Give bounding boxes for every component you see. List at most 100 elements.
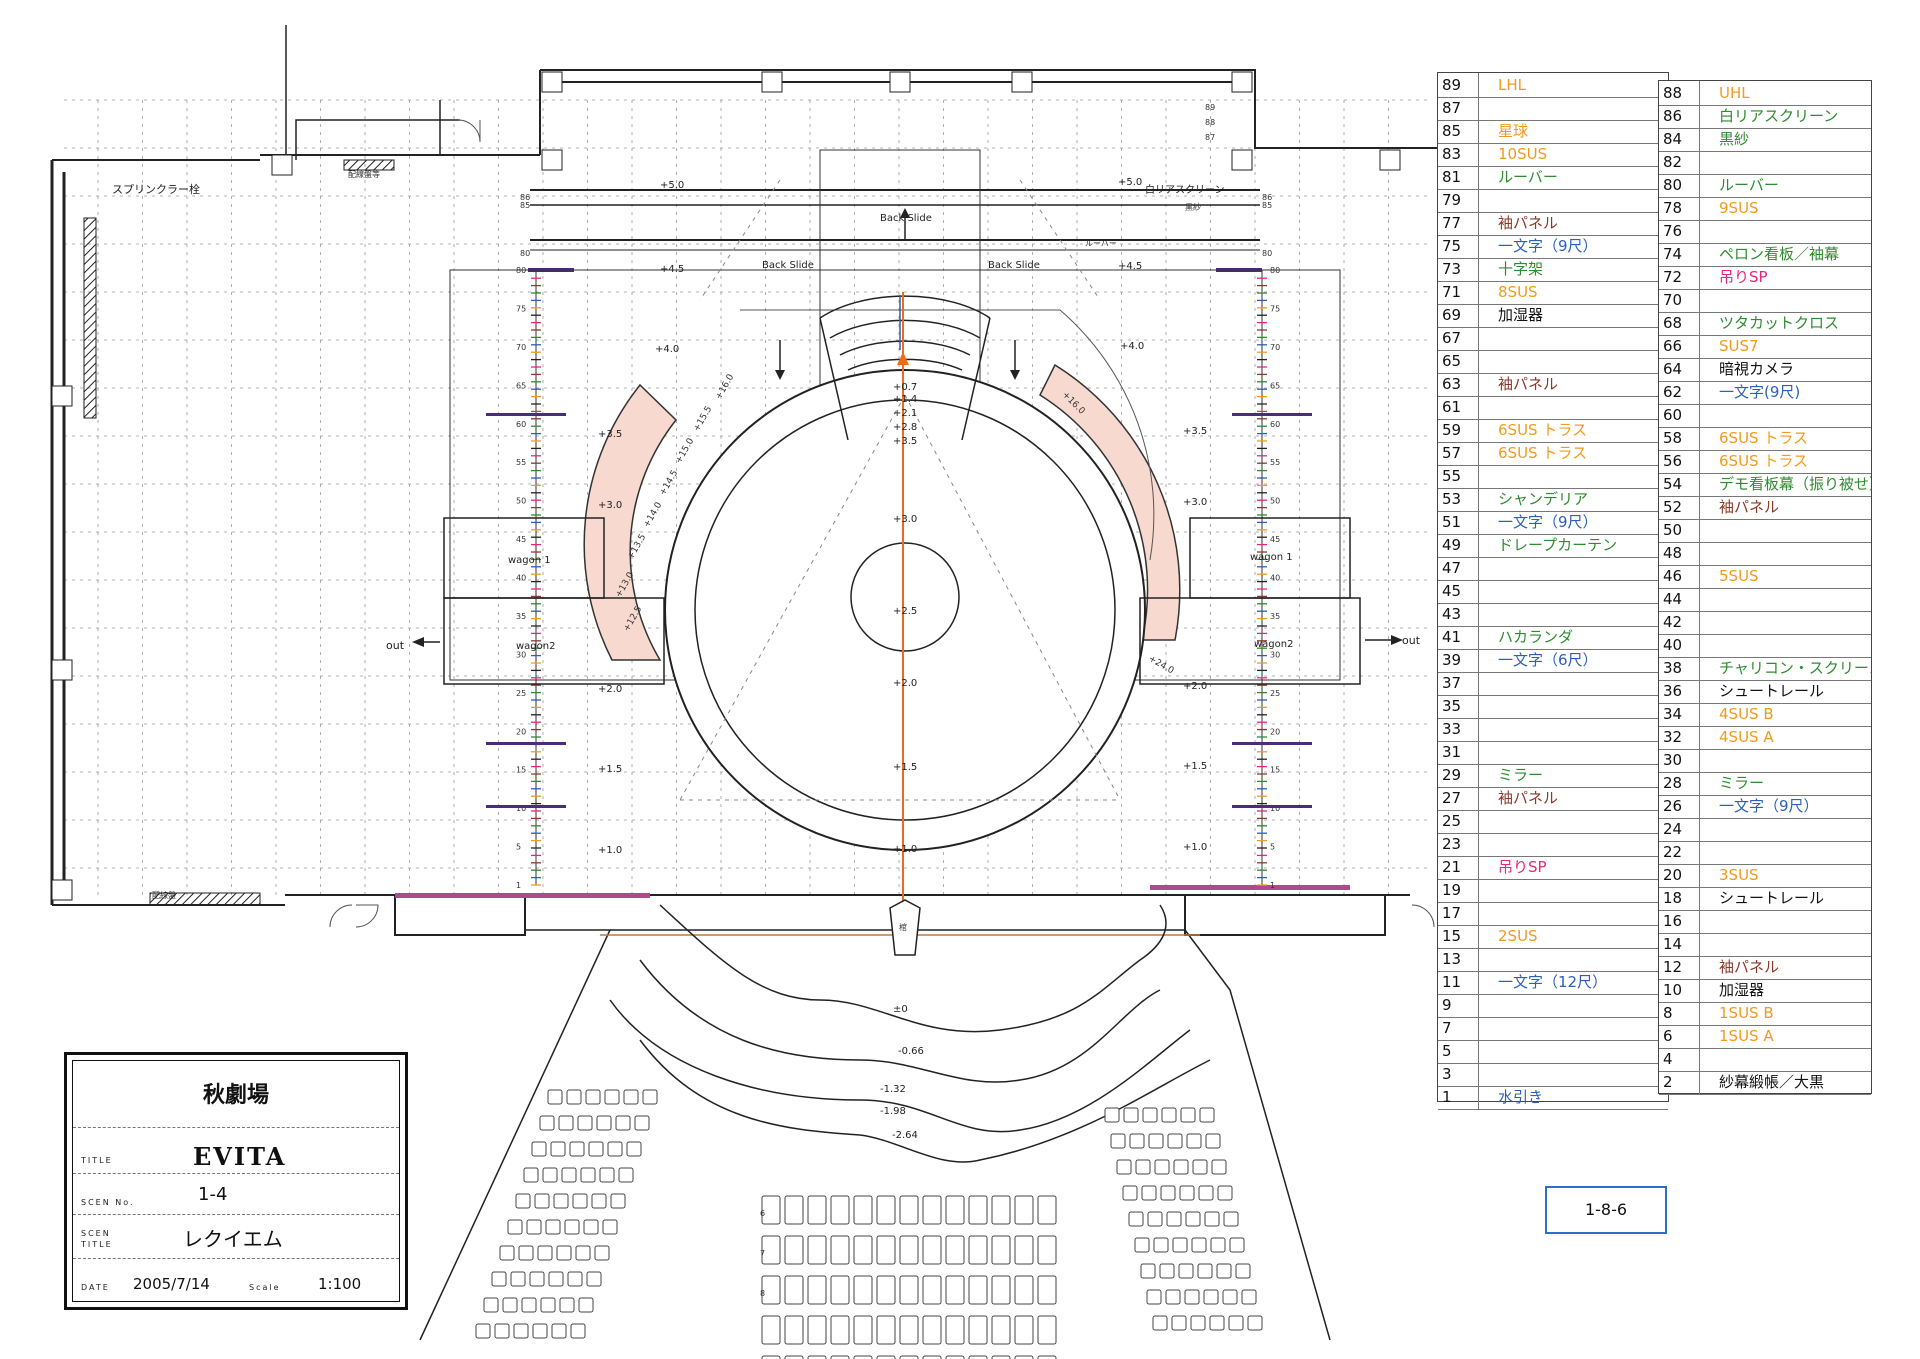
wagon1-right-label: wagon 1: [1250, 552, 1293, 563]
cue-item: 吊りSP: [1498, 858, 1547, 876]
cue-number: 67: [1438, 326, 1479, 350]
level-mark: +3.5: [1183, 426, 1207, 437]
cue-number: 27: [1438, 786, 1479, 810]
ruler-number: 15: [1270, 766, 1280, 775]
cue-number: 48: [1659, 541, 1700, 565]
cue-item: 吊りSP: [1719, 268, 1768, 286]
cue-row: 24: [1659, 817, 1871, 842]
ramp-level-mark: +24.0: [1147, 654, 1176, 677]
cue-row: 44: [1659, 587, 1871, 612]
cue-number: 31: [1438, 740, 1479, 764]
cue-row: 79: [1438, 188, 1668, 213]
cue-item: シュートレール: [1719, 889, 1825, 907]
cue-item: ミラー: [1498, 766, 1544, 784]
ruler-number: 35: [1270, 612, 1280, 621]
level-mark: +1.5: [1183, 761, 1207, 772]
cue-item: シュートレール: [1719, 682, 1825, 700]
cue-item: 9SUS: [1719, 199, 1759, 217]
cue-number: 71: [1438, 280, 1479, 304]
ruler-number: 86: [1262, 193, 1272, 202]
ruler-number: 5: [516, 843, 521, 852]
cue-number: 65: [1438, 349, 1479, 373]
level-mark: +2.8: [893, 422, 917, 433]
cue-item: [1695, 518, 1871, 542]
cue-number: 22: [1659, 840, 1700, 864]
cue-number: 24: [1659, 817, 1700, 841]
wagon1-left-label: wagon 1: [508, 555, 551, 566]
cue-number: 87: [1438, 96, 1479, 120]
cue-number: 11: [1438, 970, 1479, 994]
ruler-number: 1: [516, 881, 521, 890]
cue-number: 61: [1438, 395, 1479, 419]
cue-row: 14: [1659, 932, 1871, 957]
cue-item: 紗幕緞帳／大黒: [1719, 1073, 1825, 1091]
cue-number: 16: [1659, 909, 1700, 933]
cue-item: 白リアスクリーン: [1719, 107, 1839, 125]
cue-item: 一文字（9尺）: [1719, 797, 1819, 815]
cue-item: LHL: [1498, 76, 1526, 94]
cue-item: [1474, 740, 1668, 764]
back-slide-left: Back Slide: [762, 260, 814, 271]
level-mark: +2.5: [893, 606, 917, 617]
level-mark: +5.0: [660, 180, 684, 191]
cue-number: 3: [1438, 1062, 1479, 1086]
cue-number: 39: [1438, 648, 1479, 672]
cue-number: 58: [1659, 426, 1700, 450]
cue-number: 46: [1659, 564, 1700, 588]
cue-number: 14: [1659, 932, 1700, 956]
cue-number: 84: [1659, 127, 1700, 151]
cue-item: [1474, 1062, 1668, 1086]
cue-row: 4: [1659, 1047, 1871, 1072]
ruler-number: 5: [1270, 843, 1275, 852]
ruler-number: 70: [1270, 343, 1280, 352]
cue-number: 49: [1438, 533, 1479, 557]
cue-number: 55: [1438, 464, 1479, 488]
ruler-number: 25: [1270, 689, 1280, 698]
cue-number: 7: [1438, 1016, 1479, 1040]
cue-row: 16: [1659, 909, 1871, 934]
cue-row: 7: [1438, 1016, 1668, 1041]
cue-row: 50: [1659, 518, 1871, 543]
cue-item: [1695, 150, 1871, 174]
cue-row: 8 1SUS B: [1659, 1001, 1871, 1026]
level-mark: +3.5: [893, 436, 917, 447]
cue-item: UHL: [1719, 84, 1750, 102]
building-walls: [50, 25, 1440, 928]
pit-level-mark: -2.64: [892, 1130, 918, 1141]
scene-number: 1-4: [198, 1184, 228, 1205]
cue-number: 85: [1438, 119, 1479, 143]
cue-item: 一文字（9尺）: [1498, 513, 1598, 531]
cue-item: 袖パネル: [1498, 214, 1559, 232]
cue-number: 80: [1659, 173, 1700, 197]
cue-number: 8: [1659, 1001, 1700, 1025]
cue-number: 66: [1659, 334, 1700, 358]
pit-level-mark: -1.32: [880, 1084, 906, 1095]
cue-row: 65: [1438, 349, 1668, 374]
turntable: [664, 179, 1146, 851]
cue-item: [1474, 602, 1668, 626]
cue-item: [1695, 610, 1871, 634]
cue-row: 40: [1659, 633, 1871, 658]
cue-number: 13: [1438, 947, 1479, 971]
cue-number: 18: [1659, 886, 1700, 910]
cue-row: 87: [1438, 96, 1668, 121]
level-mark: +1.5: [598, 764, 622, 775]
cue-number: 25: [1438, 809, 1479, 833]
level-mark: +0.7: [893, 382, 917, 393]
level-mark: +1.4: [893, 394, 917, 405]
ruler-number: 75: [516, 304, 526, 313]
scene-title: レクイエム: [183, 1227, 283, 1251]
cue-item: SUS7: [1719, 337, 1759, 355]
cue-item: 1SUS B: [1719, 1004, 1774, 1022]
cue-item: [1695, 840, 1871, 864]
